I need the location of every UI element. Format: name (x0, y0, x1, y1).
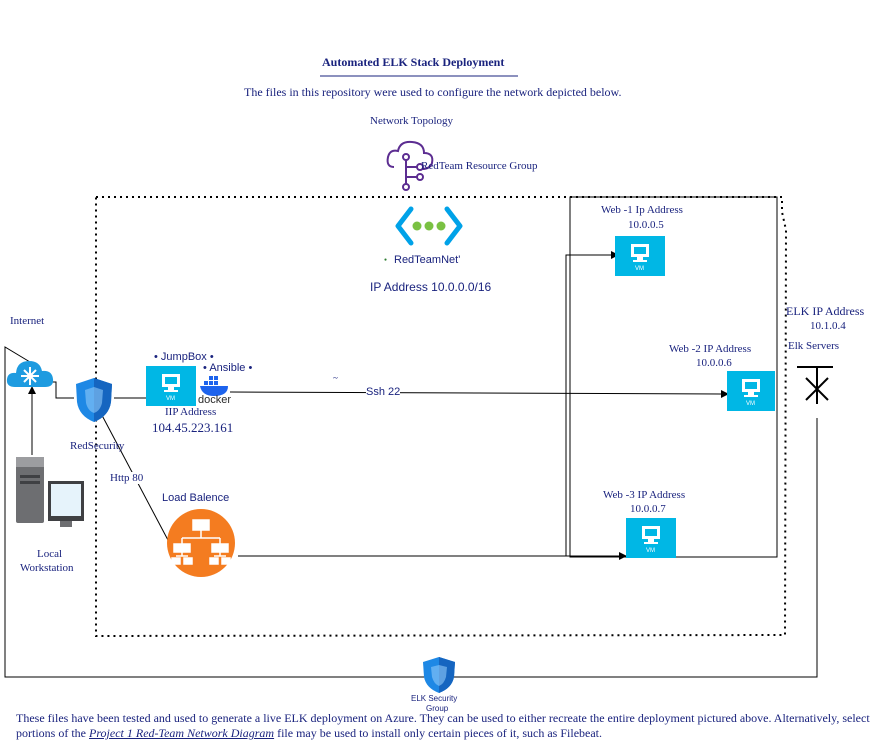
ssh-label: Ssh 22 (366, 386, 401, 398)
monitor-icon (162, 374, 180, 392)
page-title: Automated ELK Stack Deployment (322, 55, 505, 69)
jumpbox-ip-label: IIP Address (165, 406, 217, 418)
vnet-dot-icon: ● (384, 257, 388, 263)
vm-badge: VM (166, 396, 175, 402)
vm-badge: VM (646, 548, 655, 554)
elk-security-group-shield-icon (423, 657, 455, 693)
local-workstation-label-1: Local (37, 548, 63, 560)
footer-text-after: file may be used to install only certain… (274, 726, 603, 740)
monitor-icon (742, 379, 760, 397)
footer-paragraph: These files have been tested and used to… (16, 711, 876, 741)
vnet-name-label: RedTeamNet' (394, 254, 461, 266)
resource-group-label: RedTeam Resource Group (421, 160, 538, 172)
local-workstation-label-2: Workstation (20, 562, 74, 574)
local-workstation-icon (16, 457, 84, 527)
internet-label: Internet (10, 315, 45, 327)
red-security-label: RedSecurity (70, 440, 125, 452)
docker-label: docker (198, 394, 232, 406)
web2-ip-label: Web -2 IP Address (669, 343, 752, 355)
resource-group-icon (386, 140, 434, 191)
small-mark: ~ (333, 373, 338, 383)
page-subtitle: The files in this repository were used t… (244, 85, 622, 99)
web2-vm-icon[interactable]: VM (727, 371, 775, 411)
diagram-file-link[interactable]: Project 1 Red-Team Network Diagram (89, 726, 275, 740)
web3-vm-icon[interactable]: VM (626, 518, 676, 558)
http-label: Http 80 (110, 472, 144, 484)
red-security-shield-icon (76, 378, 112, 422)
footer-text-before: These files have been tested and used to… (16, 711, 870, 740)
ansible-label: • Ansible • (203, 362, 253, 374)
web3-ip-value: 10.0.0.7 (630, 503, 666, 515)
vm-badge: VM (746, 401, 755, 407)
monitor-icon (631, 244, 649, 262)
elk-security-group-label-2: Group (426, 704, 449, 713)
web1-vm-icon[interactable]: VM (615, 236, 665, 276)
jumpbox-text: JumpBox (160, 351, 207, 363)
web2-ip-value: 10.0.0.6 (696, 357, 732, 369)
elk-ip-label: ELK IP Address (786, 304, 865, 318)
load-balancer-icon[interactable] (166, 508, 236, 578)
elk-ip-value: 10.1.0.4 (810, 320, 846, 332)
web1-ip-label: Web -1 Ip Address (601, 204, 683, 216)
jumpbox-ip-value: 104.45.223.161 (152, 420, 234, 435)
monitor-icon (642, 526, 660, 544)
internet-cloud-icon (6, 361, 54, 387)
vm-badge: VM (635, 266, 644, 272)
ansible-text: Ansible (209, 362, 246, 374)
vnet-ip-label: IP Address 10.0.0.0/16 (370, 280, 492, 294)
web1-ip-value: 10.0.0.5 (628, 219, 664, 231)
elk-servers-label: Elk Servers (788, 340, 840, 352)
jumpbox-vm-icon[interactable]: VM (146, 366, 196, 406)
docker-whale-icon (200, 376, 228, 396)
web3-ip-label: Web -3 IP Address (603, 489, 686, 501)
elk-security-group-label-1: ELK Security (411, 694, 458, 703)
virtual-network-icon (395, 206, 463, 246)
jumpbox-label: • JumpBox • (154, 351, 214, 363)
network-topology-label: Network Topology (370, 115, 454, 127)
load-balancer-label: Load Balence (162, 492, 230, 504)
